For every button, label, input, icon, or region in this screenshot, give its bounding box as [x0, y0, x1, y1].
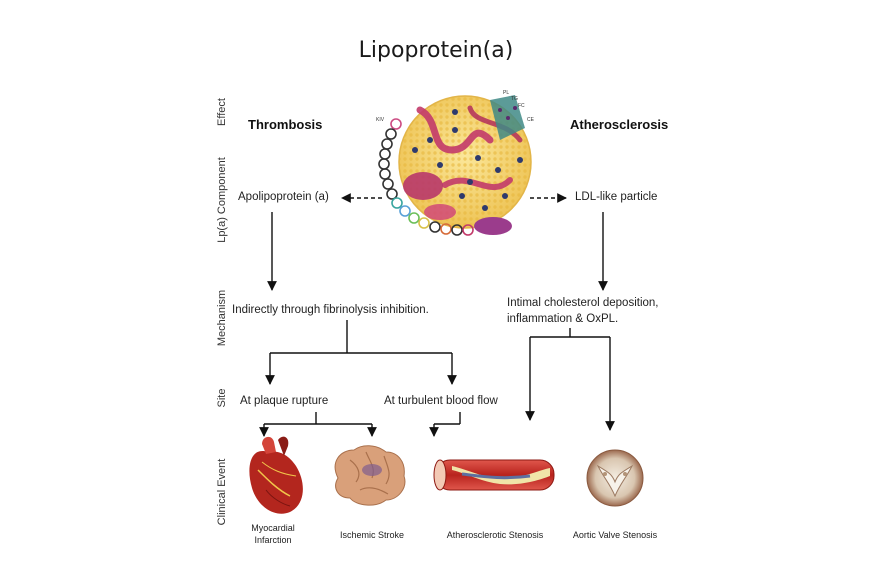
mechanism-cholesterol-line1: Intimal cholesterol deposition, — [507, 297, 659, 309]
plaque-rupture-branch — [259, 412, 377, 437]
mechanism-cholesterol-line2: inflammation & OxPL. — [507, 313, 619, 325]
event-atherosclerotic-stenosis: Atherosclerotic Stenosis — [446, 530, 544, 540]
site-plaque-rupture: At plaque rupture — [240, 395, 329, 407]
aortic-valve-icon — [586, 449, 644, 507]
row-label-effect: Effect — [216, 98, 228, 126]
component-apolipoprotein: Apolipoprotein (a) — [238, 191, 329, 203]
diagram-title: Lipoprotein(a) — [358, 38, 514, 63]
component-ldl-particle: LDL-like particle — [575, 191, 658, 203]
artery-icon — [433, 459, 555, 491]
event-mi-line2: Infarction — [254, 535, 292, 545]
effect-atherosclerosis: Atherosclerosis — [570, 117, 669, 132]
heart-icon — [249, 436, 303, 514]
particle-label-tg: TG — [511, 96, 518, 102]
turbulent-flow-branch — [429, 412, 461, 437]
row-label-component: Lp(a) Component — [216, 157, 228, 243]
particle-label-pl: PL — [503, 90, 510, 96]
right-mechanism-branch — [525, 328, 615, 431]
effect-thrombosis: Thrombosis — [248, 117, 323, 132]
left-mechanism-branch — [265, 320, 457, 385]
particle-label-fc: FC — [518, 103, 525, 109]
lipoprotein-particle-illustration — [378, 95, 532, 236]
particle-label-kiv: KIV — [376, 117, 385, 123]
event-aortic-valve-stenosis: Aortic Valve Stenosis — [572, 530, 658, 540]
event-ischemic-stroke: Ischemic Stroke — [339, 530, 405, 540]
row-label-site: Site — [216, 388, 228, 408]
event-mi-line1: Myocardial — [251, 523, 295, 533]
site-turbulent-flow: At turbulent blood flow — [384, 395, 498, 407]
brain-icon — [334, 445, 406, 506]
row-label-clinical-event: Clinical Event — [216, 458, 228, 526]
mechanism-fibrinolysis: Indirectly through fibrinolysis inhibiti… — [232, 304, 429, 316]
particle-label-ce: CE — [527, 117, 534, 123]
row-label-mechanism: Mechanism — [216, 289, 228, 347]
